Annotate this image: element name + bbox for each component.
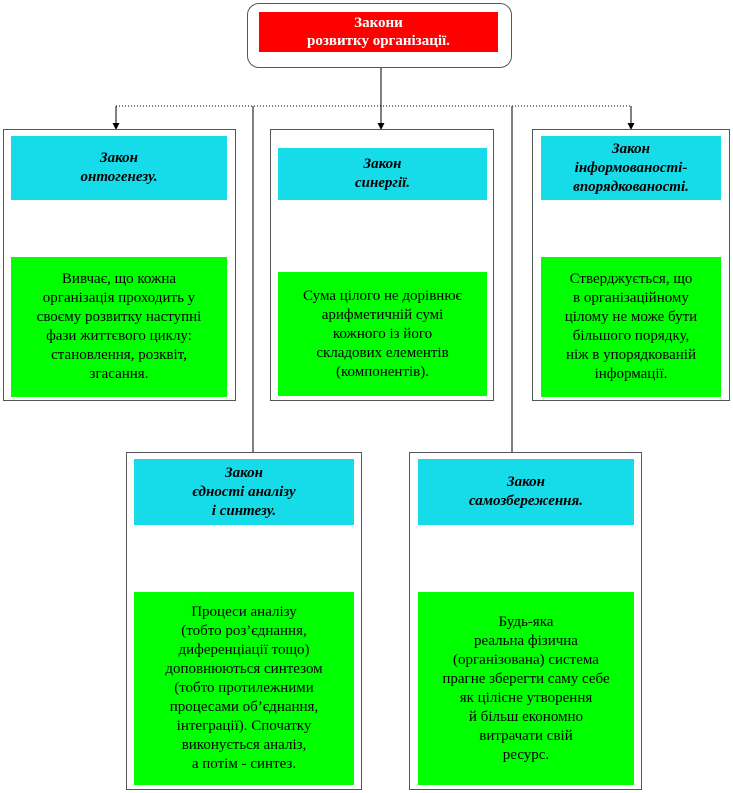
description-informedness: Стверджується, що в організаційному ціло… (541, 257, 721, 397)
description-ontogenesis: Вивчає, що кожна організація проходить у… (11, 257, 227, 397)
description-synergy: Сума цілого не дорівнює арифметичній сум… (278, 272, 487, 396)
diagram-title: Закони розвитку організації. (259, 12, 498, 52)
law-informedness: Закон інформованості- впорядкованості. (541, 136, 721, 200)
law-synergy: Закон синергії. (278, 148, 487, 200)
description-selfpreservation: Будь-яка реальна фізична (організована) … (418, 592, 634, 785)
law-unity: Закон єдності аналізу і синтезу. (134, 459, 354, 525)
description-unity: Процеси аналізу (тобто роз’єднання, дифе… (134, 592, 354, 785)
law-ontogenesis: Закон онтогенезу. (11, 136, 227, 200)
law-selfpreservation: Закон самозбереження. (418, 459, 634, 525)
